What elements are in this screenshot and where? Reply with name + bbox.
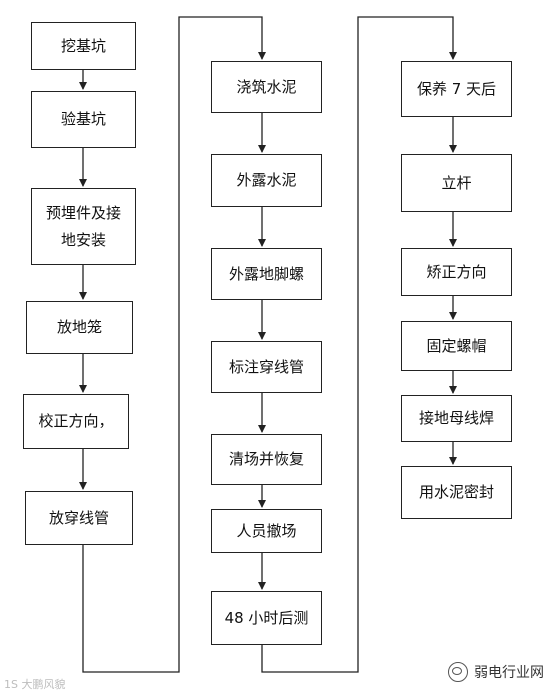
step-pour-cement: 浇筑水泥: [211, 61, 322, 113]
connector-c2-c3: [261, 16, 457, 673]
step-exposed-anchor-bolt: 外露地脚螺: [211, 248, 322, 300]
step-mark-conduit: 标注穿线管: [211, 341, 322, 393]
step-lay-conduit: 放穿线管: [25, 491, 133, 545]
step-erect-pole: 立杆: [401, 154, 512, 212]
step-place-cage: 放地笼: [26, 301, 133, 354]
step-maintain-7-days: 保养 7 天后: [401, 61, 512, 117]
step-excavate-pit: 挖基坑: [31, 22, 136, 70]
step-inspect-pit: 验基坑: [31, 91, 136, 148]
step-correct-direction-2: 矫正方向: [401, 248, 512, 296]
step-correct-direction: 校正方向，: [23, 394, 129, 449]
watermark-left: 1S 大鹏风貌: [4, 678, 66, 691]
step-embed-grounding: 预埋件及接地安装: [31, 188, 136, 265]
watermark-right-text: 弱电行业网: [474, 665, 544, 681]
connector-c1-c2: [82, 16, 266, 673]
step-clean-restore: 清场并恢复: [211, 434, 322, 485]
step-seal-cement: 用水泥密封: [401, 466, 512, 519]
wechat-logo-icon: [448, 662, 468, 682]
step-fix-nut: 固定螺帽: [401, 321, 512, 371]
step-test-after-48h: 48 小时后测: [211, 591, 322, 645]
step-personnel-leave: 人员撤场: [211, 509, 322, 553]
step-weld-ground-bus: 接地母线焊: [401, 395, 512, 442]
watermark-right: 弱电行业网: [448, 662, 544, 682]
step-exposed-cement: 外露水泥: [211, 154, 322, 207]
